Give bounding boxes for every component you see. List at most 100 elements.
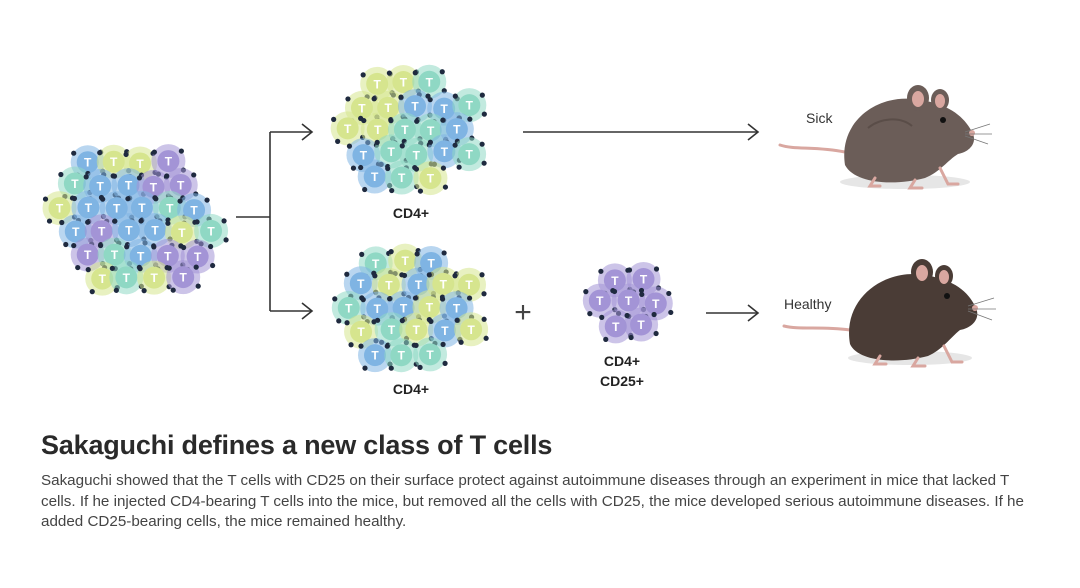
t-cell-label: T [56,202,64,216]
t-cell-label: T [137,249,145,263]
t-cell-label: T [426,301,434,315]
t-cell-label: T [612,320,620,334]
t-cell-label: T [453,123,461,137]
t-cell-icon: T [399,312,434,347]
cd4-cd25-label-line1: CD4+ [604,353,640,369]
healthy-label: Healthy [784,296,831,312]
t-cell-label: T [111,248,119,262]
t-cell-label: T [411,100,419,114]
t-cell-label: T [344,122,352,136]
t-cell-icon: T [358,338,393,373]
caption-body: Sakaguchi showed that the T cells with C… [41,472,1024,530]
t-cell-label: T [113,202,121,216]
t-cell-label: T [71,177,79,191]
t-cell-icon: T [427,134,462,169]
t-cell-label: T [207,224,215,238]
t-cell-label: T [465,278,473,292]
t-cell-label: T [150,271,158,285]
t-cell-label: T [441,145,449,159]
t-cell-label: T [125,224,133,238]
t-cell-label: T [398,171,406,185]
t-cell-label: T [165,155,173,169]
t-cell-label: T [413,323,421,337]
t-cell-icon: T [384,160,420,195]
t-cell-label: T [625,294,633,308]
t-cell-label: T [98,225,106,239]
t-cell-label: T [440,277,448,291]
t-cell-label: T [194,250,202,264]
t-cell-label: T [467,323,475,337]
t-cell-label: T [164,249,172,263]
t-cell-icon: T [452,137,487,172]
t-cell-label: T [637,318,645,332]
cd4-label-bottom: CD4+ [393,381,429,397]
branch-arrow-icon [236,123,314,320]
t-cell-label: T [125,179,133,193]
t-cell-label: T [384,101,392,115]
healthy-mouse-icon [782,259,996,368]
t-cell-label: T [400,76,408,90]
t-cell-label: T [374,302,382,316]
t-cell-icon: T [624,307,659,342]
arrow-to-sick-icon [523,123,760,141]
t-cell-label: T [426,348,434,362]
t-cell-label: T [151,223,159,237]
t-cell-label: T [441,324,449,338]
t-cell-label: T [401,123,409,137]
t-cell-icon: T [166,260,201,295]
t-cell-label: T [85,201,93,215]
t-cell-label: T [358,101,366,115]
t-cell-icon: T [413,161,449,196]
t-cell-label: T [413,148,421,162]
sick-mouse-icon [778,85,992,190]
t-cell-label: T [371,170,379,184]
t-cell-label: T [611,274,619,288]
t-cell-label: T [385,278,393,292]
cd4-cd25-label-line2: CD25+ [600,373,644,389]
t-cell-label: T [357,325,365,339]
t-cell-label: T [400,301,408,315]
plus-icon: + [514,296,532,329]
t-cell-label: T [466,99,474,113]
t-cell-icon: T [111,213,147,248]
t-cell-icon: T [582,283,618,318]
t-cell-icon: T [598,309,634,344]
t-cell-label: T [72,225,80,239]
t-cell-label: T [371,349,379,363]
t-cell-label: T [374,123,382,137]
t-cell-label: T [465,148,473,162]
t-cell-label: T [84,156,92,170]
t-cell-label: T [357,277,365,291]
t-cell-icon: T [137,260,172,295]
t-cell-icon: T [413,337,448,372]
t-cell-label: T [427,124,435,138]
t-cell-label: T [426,75,434,89]
t-cell-label: T [427,256,435,270]
t-cell-label: T [177,178,185,192]
t-cell-label: T [401,254,409,268]
t-cell-label: T [99,272,107,286]
t-cell-label: T [110,155,118,169]
caption: Sakaguchi defines a new class of T cells… [41,430,1041,533]
t-cell-label: T [652,297,660,311]
sick-label: Sick [806,110,833,126]
t-cell-label: T [138,201,146,215]
t-cell-label: T [166,201,174,215]
t-cell-label: T [373,77,381,91]
t-cell-label: T [596,294,604,308]
t-cell-label: T [360,149,368,163]
t-cell-label: T [372,257,380,271]
t-cell-label: T [453,302,461,316]
t-cell-label: T [440,102,448,116]
t-cell-label: T [190,204,198,218]
arrow-to-healthy-icon [706,304,760,322]
t-cell-label: T [388,145,396,159]
t-cell-label: T [427,172,435,186]
t-cell-label: T [345,301,353,315]
t-cell-label: T [180,271,188,285]
